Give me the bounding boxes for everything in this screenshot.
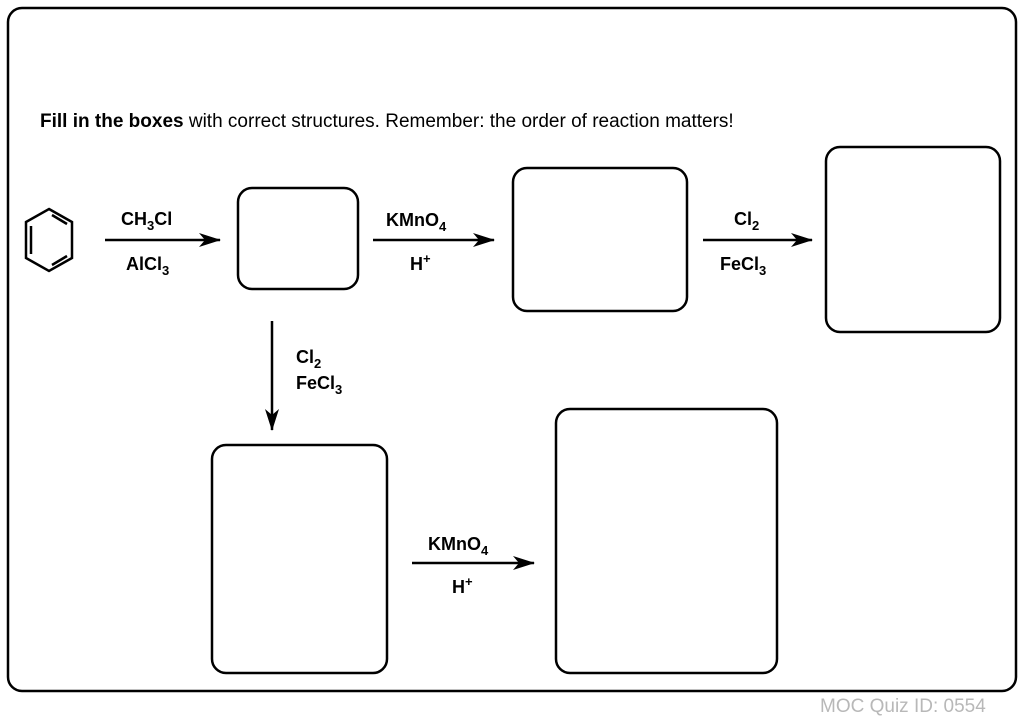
reagent-step2-bottom: H+ bbox=[410, 251, 431, 274]
reagent-step3-bottom: FeCl3 bbox=[720, 254, 766, 278]
reagent-step2-top: KMnO4 bbox=[386, 210, 447, 234]
reagent-step4-top: Cl2 bbox=[296, 347, 321, 371]
reagent-step1-top: CH3Cl bbox=[121, 209, 172, 233]
reagent-step3-top: Cl2 bbox=[734, 209, 759, 233]
answer-box-2[interactable] bbox=[511, 166, 689, 313]
reagent-step4-bottom: FeCl3 bbox=[296, 373, 342, 397]
instruction-bold: Fill in the boxes bbox=[40, 111, 184, 132]
quiz-id-footer: MOC Quiz ID: 0554 bbox=[820, 696, 986, 717]
outer-frame bbox=[6, 6, 1018, 693]
answer-box-1[interactable] bbox=[236, 186, 360, 291]
reagent-step1-bottom: AlCl3 bbox=[126, 254, 169, 278]
instruction-rest: with correct structures. Remember: the o… bbox=[184, 111, 734, 132]
answer-box-4[interactable] bbox=[210, 443, 389, 675]
reagent-step5-bottom: H+ bbox=[452, 574, 473, 597]
answer-box-3[interactable] bbox=[824, 145, 1002, 334]
benzene-structure bbox=[24, 207, 74, 273]
instruction-text: Fill in the boxes with correct structure… bbox=[40, 111, 734, 132]
answer-box-5[interactable] bbox=[554, 407, 779, 675]
reagent-step5-top: KMnO4 bbox=[428, 534, 489, 558]
